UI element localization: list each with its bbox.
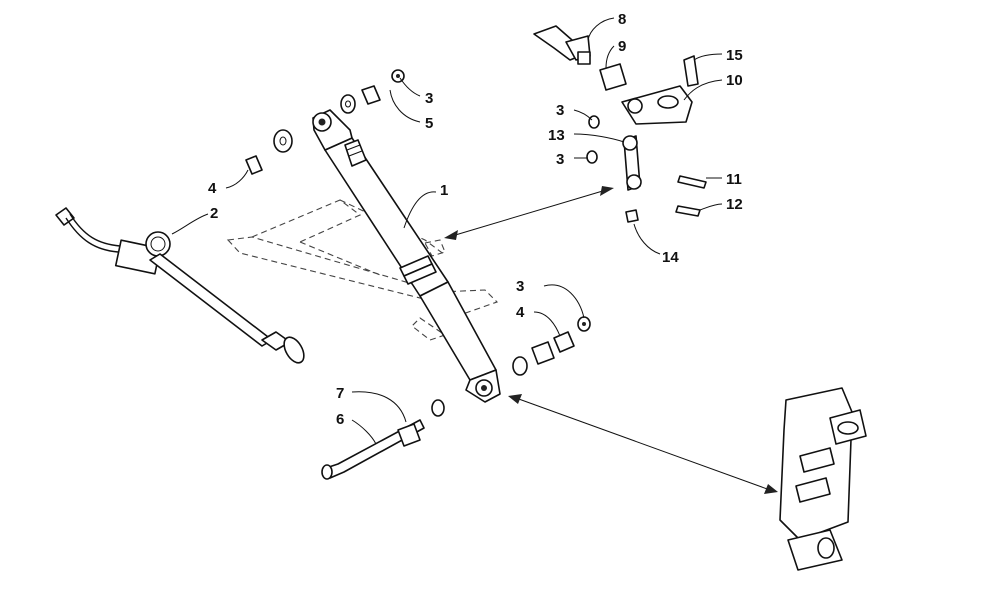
callout-7: 7: [336, 385, 344, 402]
callout-15: 15: [726, 47, 743, 64]
callout-8: 8: [618, 11, 626, 28]
callout-1: 1: [440, 182, 448, 199]
callout-5: 5: [425, 115, 433, 132]
callout-9: 9: [618, 38, 626, 55]
callout-14: 14: [662, 249, 679, 266]
callout-3-lower-shock: 3: [516, 278, 524, 295]
callout-3-upper-shock: 3: [425, 90, 433, 107]
callout-10: 10: [726, 72, 743, 89]
steering-post: [779, 387, 867, 571]
callout-11: 11: [726, 171, 742, 188]
upper-mount-hardware: [245, 69, 405, 175]
lower-mount-hardware: [321, 316, 591, 480]
callout-13: 13: [548, 127, 565, 144]
callout-6: 6: [336, 411, 344, 428]
callout-2: 2: [210, 205, 218, 222]
shock-pump: [55, 207, 305, 364]
callout-4-upper-shock: 4: [208, 180, 217, 197]
leader-lines: [171, 17, 778, 494]
steering-linkage: [533, 25, 707, 223]
callout-3-linkage-bottom: 3: [556, 151, 564, 168]
callout-3-linkage-top: 3: [556, 102, 564, 119]
callouts: 1 2 3 5 4 8 9 15 10 3 13 3 11 12 14 3 4 …: [208, 11, 743, 428]
callout-12: 12: [726, 196, 743, 213]
callout-4-lower-shock: 4: [516, 304, 525, 321]
shock-absorber: [312, 109, 501, 403]
